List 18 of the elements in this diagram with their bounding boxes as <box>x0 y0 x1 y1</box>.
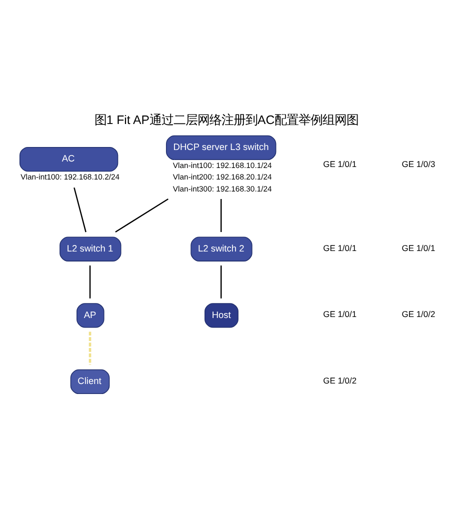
label: GE 1/0/1 <box>323 308 357 319</box>
label: GE 1/0/2 <box>323 374 357 385</box>
label: GE 1/0/2 <box>402 308 436 319</box>
diagram-title: 图1 Fit AP通过二层网络注册到AC配置举例组网图 <box>94 112 359 127</box>
connector <box>74 186 86 232</box>
label: GE 1/0/3 <box>402 158 436 169</box>
connector <box>88 331 92 364</box>
connector <box>220 265 222 298</box>
node-label: Vlan-int300: 192.168.30.1/24 <box>172 184 272 193</box>
connector <box>115 198 168 232</box>
node-label: Vlan-int200: 192.168.20.1/24 <box>172 172 272 182</box>
label: GE 1/0/1 <box>323 158 357 169</box>
connector <box>220 198 222 232</box>
node-label: Vlan-int100: 192.168.10.2/24 <box>20 172 120 182</box>
label: GE 1/0/1 <box>402 242 436 252</box>
label: GE 1/0/1 <box>323 242 357 252</box>
connector <box>89 265 91 298</box>
node-label: Vlan-int100: 192.168.10.1/24 <box>172 160 272 170</box>
